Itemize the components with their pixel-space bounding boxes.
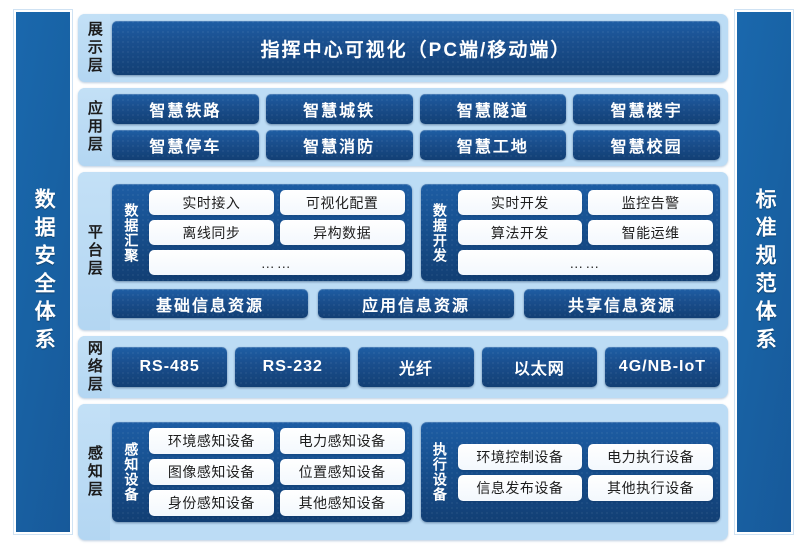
layer-perception-body: 感知设备 环境感知设备 电力感知设备 图像感知设备 位置感知设备 [110, 404, 728, 540]
app-item-smart-building[interactable]: 智慧楼宇 [573, 94, 720, 124]
data-aggregation-heterogeneous-data[interactable]: 异构数据 [279, 220, 405, 245]
layer-platform-body: 数据汇聚 实时接入 可视化配置 离线同步 异构数据 [110, 172, 728, 330]
network-item-rs232[interactable]: RS-232 [235, 347, 351, 387]
actuator-row-1: 环境控制设备 电力执行设备 [457, 443, 713, 470]
data-aggregation-offline-sync[interactable]: 离线同步 [149, 220, 274, 245]
resource-shared-information[interactable]: 共享信息资源 [524, 289, 720, 318]
app-item-smart-parking[interactable]: 智慧停车 [112, 130, 259, 160]
application-row-2: 智慧停车 智慧消防 智慧工地 智慧校园 [112, 130, 720, 160]
layer-network-label: 网络层 [85, 340, 103, 394]
sensing-other-device[interactable]: 其他感知设备 [279, 490, 405, 516]
layer-display-body: 指挥中心可视化（PC端/移动端） [110, 14, 728, 82]
actuator-row-2: 信息发布设备 其他执行设备 [457, 474, 713, 501]
pillar-data-security: 数据安全体系 [13, 9, 73, 535]
layer-perception-label-cell: 感知层 [78, 404, 110, 540]
group-actuator-devices-items: 环境控制设备 电力执行设备 信息发布设备 其他执行设备 [457, 428, 713, 516]
network-item-optical-fiber[interactable]: 光纤 [358, 347, 474, 387]
app-item-smart-railway[interactable]: 智慧铁路 [112, 94, 259, 124]
actuator-information-release-device[interactable]: 信息发布设备 [457, 474, 583, 501]
network-item-ethernet[interactable]: 以太网 [481, 347, 597, 387]
group-sensing-devices-title-cell: 感知设备 [119, 428, 143, 516]
network-item-4g-nbiot[interactable]: 4G/NB-IoT [604, 347, 721, 387]
group-data-aggregation-title-cell: 数据汇聚 [119, 190, 143, 275]
pillar-standard-specification: 标准规范体系 [734, 9, 794, 535]
group-actuator-devices-title: 执行设备 [431, 442, 448, 502]
actuator-environment-control-device[interactable]: 环境控制设备 [457, 443, 583, 470]
layer-display-label-cell: 展示层 [78, 14, 110, 82]
group-data-development-items: 实时开发 监控告警 算法开发 智能运维 …… [457, 190, 713, 275]
data-development-monitoring-alarm[interactable]: 监控告警 [588, 190, 713, 215]
platform-groups: 数据汇聚 实时接入 可视化配置 离线同步 异构数据 [112, 184, 720, 281]
group-sensing-devices-title: 感知设备 [123, 442, 140, 502]
data-aggregation-visual-config[interactable]: 可视化配置 [279, 190, 405, 215]
layer-network-label-cell: 网络层 [78, 336, 110, 398]
data-development-intelligent-ops[interactable]: 智能运维 [588, 220, 713, 245]
layer-display-label: 展示层 [85, 21, 103, 75]
group-data-development-title-cell: 数据开发 [428, 190, 452, 275]
perception-groups: 感知设备 环境感知设备 电力感知设备 图像感知设备 位置感知设备 [112, 422, 720, 522]
sensing-environment-device[interactable]: 环境感知设备 [149, 428, 274, 454]
command-center-visualization-bar[interactable]: 指挥中心可视化（PC端/移动端） [112, 21, 720, 75]
data-aggregation-row-2: 离线同步 异构数据 [149, 220, 405, 245]
layer-application-label-cell: 应用层 [78, 88, 110, 166]
layer-platform: 平台层 数据汇聚 实时接入 可视化配置 [78, 172, 728, 330]
data-aggregation-row-3: …… [149, 250, 405, 275]
sensing-identity-device[interactable]: 身份感知设备 [149, 490, 274, 516]
layer-application-body: 智慧铁路 智慧城铁 智慧隧道 智慧楼宇 智慧停车 智慧消防 智慧工地 智慧校园 [110, 88, 728, 166]
pillar-data-security-label: 数据安全体系 [32, 188, 56, 356]
app-item-smart-tunnel[interactable]: 智慧隧道 [419, 94, 567, 124]
data-development-algorithm-dev[interactable]: 算法开发 [457, 220, 583, 245]
layer-platform-label-cell: 平台层 [78, 172, 110, 330]
network-item-rs485[interactable]: RS-485 [112, 347, 228, 387]
group-data-aggregation-items: 实时接入 可视化配置 离线同步 异构数据 …… [149, 190, 405, 275]
pillar-standard-specification-label: 标准规范体系 [753, 188, 777, 356]
sensing-power-device[interactable]: 电力感知设备 [279, 428, 405, 454]
data-aggregation-realtime-ingest[interactable]: 实时接入 [149, 190, 274, 215]
data-aggregation-more[interactable]: …… [149, 250, 405, 275]
group-data-aggregation-title: 数据汇聚 [123, 202, 140, 263]
group-actuator-devices-title-cell: 执行设备 [428, 428, 452, 516]
resource-basic-information[interactable]: 基础信息资源 [112, 289, 308, 318]
data-development-more[interactable]: …… [457, 250, 713, 275]
sensing-location-device[interactable]: 位置感知设备 [279, 459, 405, 485]
sensing-row-2: 图像感知设备 位置感知设备 [149, 459, 405, 485]
group-sensing-devices: 感知设备 环境感知设备 电力感知设备 图像感知设备 位置感知设备 [112, 422, 412, 522]
layer-platform-label: 平台层 [85, 224, 103, 278]
sensing-row-1: 环境感知设备 电力感知设备 [149, 428, 405, 454]
resource-application-information[interactable]: 应用信息资源 [318, 289, 514, 318]
network-items: RS-485 RS-232 光纤 以太网 4G/NB-IoT [112, 347, 721, 387]
data-aggregation-row-1: 实时接入 可视化配置 [149, 190, 405, 215]
app-item-smart-campus[interactable]: 智慧校园 [573, 130, 720, 160]
layer-network: 网络层 RS-485 RS-232 光纤 以太网 4G/NB-IoT [78, 336, 728, 398]
sensing-image-device[interactable]: 图像感知设备 [149, 459, 274, 485]
layer-application-label: 应用层 [85, 100, 103, 154]
group-data-development: 数据开发 实时开发 监控告警 算法开发 智能运维 [421, 184, 721, 281]
layer-network-body: RS-485 RS-232 光纤 以太网 4G/NB-IoT [110, 336, 728, 398]
data-development-row-2: 算法开发 智能运维 [457, 220, 713, 245]
group-actuator-devices: 执行设备 环境控制设备 电力执行设备 信息发布设备 其他执行设备 [421, 422, 721, 522]
actuator-power-execution-device[interactable]: 电力执行设备 [588, 443, 713, 470]
layer-perception: 感知层 感知设备 环境感知设备 电力感知设备 [78, 404, 728, 540]
layer-display: 展示层 指挥中心可视化（PC端/移动端） [78, 14, 728, 82]
data-development-row-1: 实时开发 监控告警 [457, 190, 713, 215]
app-item-smart-construction-site[interactable]: 智慧工地 [419, 130, 567, 160]
actuator-other-execution-device[interactable]: 其他执行设备 [588, 474, 713, 501]
layer-application: 应用层 智慧铁路 智慧城铁 智慧隧道 智慧楼宇 智慧停车 智慧消防 智慧工地 智… [78, 88, 728, 166]
data-development-realtime-dev[interactable]: 实时开发 [457, 190, 583, 215]
app-item-smart-firefighting[interactable]: 智慧消防 [265, 130, 413, 160]
data-development-row-3: …… [457, 250, 713, 275]
group-sensing-devices-items: 环境感知设备 电力感知设备 图像感知设备 位置感知设备 身份感知设备 其他感知设… [149, 428, 405, 516]
application-row-1: 智慧铁路 智慧城铁 智慧隧道 智慧楼宇 [112, 94, 720, 124]
layer-perception-label: 感知层 [85, 445, 103, 499]
sensing-row-3: 身份感知设备 其他感知设备 [149, 490, 405, 516]
layer-stack: 展示层 指挥中心可视化（PC端/移动端） 应用层 智慧铁路 智慧城铁 智慧隧道 … [78, 14, 728, 540]
group-data-development-title: 数据开发 [431, 202, 448, 263]
group-data-aggregation: 数据汇聚 实时接入 可视化配置 离线同步 异构数据 [112, 184, 412, 281]
platform-resource-row: 基础信息资源 应用信息资源 共享信息资源 [112, 289, 720, 318]
app-item-smart-urban-rail[interactable]: 智慧城铁 [265, 94, 413, 124]
